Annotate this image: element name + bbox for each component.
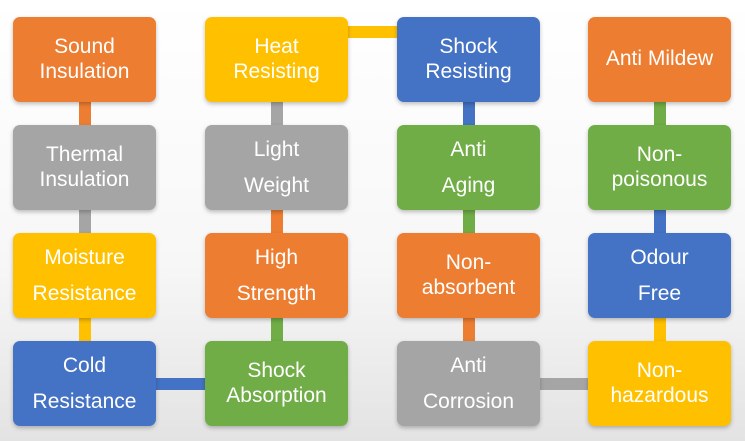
- feature-box: Non- hazardous: [588, 341, 731, 426]
- feature-box: Light Weight: [205, 125, 348, 210]
- feature-box: Anti Corrosion: [397, 341, 540, 426]
- feature-box: Heat Resisting: [205, 17, 348, 102]
- connector-vertical: [78, 318, 91, 341]
- connector-vertical: [462, 210, 475, 233]
- feature-box: Sound Insulation: [13, 17, 156, 102]
- connector-vertical: [78, 102, 91, 125]
- connector-vertical: [462, 102, 475, 125]
- feature-box: Moisture Resistance: [13, 233, 156, 318]
- connector-vertical: [653, 102, 666, 125]
- connector-vertical: [270, 318, 283, 341]
- connector-horizontal: [156, 377, 205, 390]
- feature-box: Odour Free: [588, 233, 731, 318]
- feature-box: High Strength: [205, 233, 348, 318]
- connector-vertical: [270, 210, 283, 233]
- connector-vertical: [653, 318, 666, 341]
- feature-box: Cold Resistance: [13, 341, 156, 426]
- connector-vertical: [270, 102, 283, 125]
- connector-vertical: [653, 210, 666, 233]
- connector-horizontal: [540, 377, 588, 390]
- feature-box: Non- poisonous: [588, 125, 731, 210]
- connector-horizontal: [348, 26, 397, 38]
- feature-box: Non- absorbent: [397, 233, 540, 318]
- feature-box: Thermal Insulation: [13, 125, 156, 210]
- connector-vertical: [462, 318, 475, 341]
- connector-vertical: [78, 210, 91, 233]
- feature-box: Anti Aging: [397, 125, 540, 210]
- feature-box: Shock Absorption: [205, 341, 348, 426]
- feature-box: Anti Mildew: [588, 17, 731, 102]
- feature-box: Shock Resisting: [397, 17, 540, 102]
